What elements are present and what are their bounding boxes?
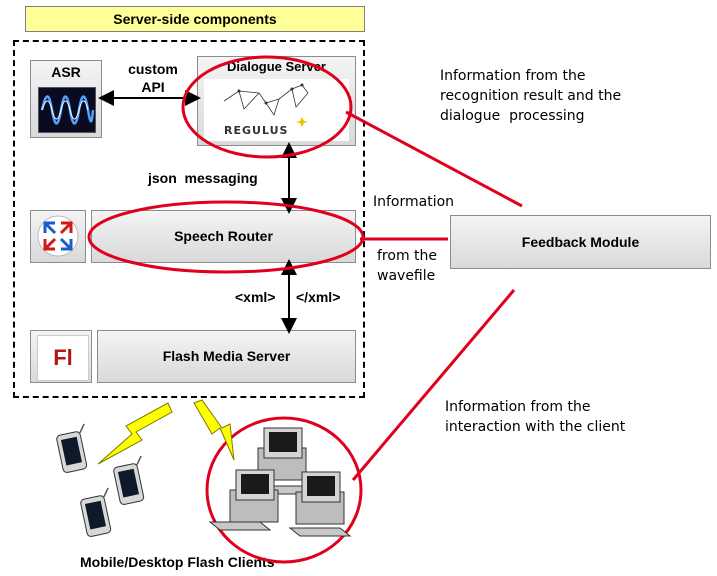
xml-open-label: <xml> xyxy=(235,289,276,305)
desktop-computer-3 xyxy=(288,471,352,537)
speech-router-box: Speech Router xyxy=(91,210,356,263)
dialogue-server-box: Dialogue Server REGULUS xyxy=(197,56,356,146)
note-wavefile-line2: wavefile xyxy=(377,268,436,284)
router-icon-box xyxy=(30,210,86,263)
regulus-logo: REGULUS xyxy=(204,79,349,141)
flash-icon-box: Fl xyxy=(30,330,92,383)
highlight-clients-ellipse xyxy=(205,416,363,564)
router-icon xyxy=(37,215,79,257)
flash-icon-text: Fl xyxy=(53,345,73,370)
highlight-router-ellipse xyxy=(87,200,365,274)
flash-media-server-label: Flash Media Server xyxy=(162,348,291,364)
note-dialogue-line3: dialogue processing xyxy=(440,108,585,124)
xml-close-label: </xml> xyxy=(296,289,341,305)
note-information: Information xyxy=(373,194,455,210)
dialogue-server-label: Dialogue Server xyxy=(227,59,326,74)
clients-label: Mobile/Desktop Flash Clients xyxy=(80,554,275,570)
feedback-module-label: Feedback Module xyxy=(521,234,640,250)
server-side-title: Server-side components xyxy=(25,6,365,32)
feedback-module-box: Feedback Module xyxy=(450,215,711,269)
flash-icon: Fl xyxy=(37,335,89,381)
speech-router-label: Speech Router xyxy=(174,228,273,244)
note-client-line2: interaction with the client xyxy=(445,419,626,435)
mobile-device-2 xyxy=(113,455,145,505)
note-dialogue: Information from the recognition result … xyxy=(440,66,680,126)
custom-api-line1: custom xyxy=(128,61,178,77)
note-dialogue-line2: recognition result and the xyxy=(440,88,622,104)
regulus-logo-text: REGULUS xyxy=(224,124,289,137)
red-line-dialogue xyxy=(345,110,523,208)
note-client-line1: Information from the xyxy=(445,399,591,415)
note-dialogue-line1: Information from the xyxy=(440,68,586,84)
note-wavefile-line1: from the xyxy=(377,248,438,264)
mobile-device-3 xyxy=(80,487,112,537)
asr-label: ASR xyxy=(51,64,81,80)
lightning-bolt-right xyxy=(193,399,235,461)
red-line-client xyxy=(351,289,516,481)
note-client: Information from the interaction with th… xyxy=(445,397,695,437)
lightning-bolt-left xyxy=(97,402,173,465)
mobile-device-1 xyxy=(56,423,88,473)
json-messaging-label: json messaging xyxy=(148,170,258,186)
asr-box: ASR xyxy=(30,60,102,138)
flash-media-server-box: Flash Media Server xyxy=(97,330,356,383)
waveform-icon xyxy=(38,87,96,133)
server-side-container xyxy=(13,40,365,398)
note-wavefile: from the wavefile xyxy=(377,246,437,286)
desktop-computer-2 xyxy=(208,469,279,531)
highlight-dialogue-ellipse xyxy=(181,55,353,159)
